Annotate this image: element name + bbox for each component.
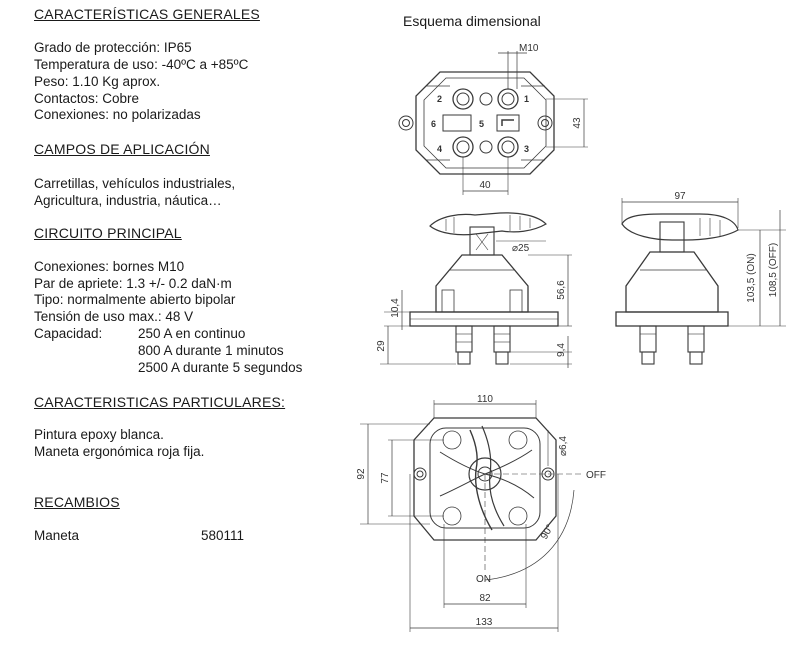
particular-line: Maneta ergonómica roja fija. [34,444,205,459]
spec-connections: Conexiones: no polarizadas [34,107,201,122]
circuit-heading: CIRCUITO PRINCIPAL [34,225,182,241]
application-line: Agricultura, industria, náutica… [34,193,222,208]
drawing-title: Esquema dimensional [403,13,541,29]
dim-height: 43 [572,117,583,129]
circuit-type: Tipo: normalmente abierto bipolar [34,292,236,307]
general-heading: CARACTERÍSTICAS GENERALES [34,6,260,22]
spec-protection: Grado de protección: IP65 [34,40,192,55]
dim-top: 110 [477,394,493,405]
capacity-value: 2500 A durante 5 segundos [138,360,303,375]
dim-off: 108,5 (OFF) [768,243,779,297]
dim-inner-width: 82 [479,593,491,604]
label-off: OFF [586,470,606,481]
mark-label: 5 [479,119,484,129]
terminal-label: 2 [437,94,442,104]
label-angle: 90° [539,523,556,542]
terminal-label: 4 [437,144,442,154]
spec-contacts: Contactos: Cobre [34,91,140,106]
spares-heading: RECAMBIOS [34,494,120,510]
dim-terminal: 29 [376,340,387,352]
spec-weight: Peso: 1.10 Kg aprox. [34,74,161,89]
mark-label: 6 [431,119,436,129]
top-view: 2 1 4 3 6 5 M10 43 40 [398,43,588,195]
application-line: Carretillas, vehículos industriales, [34,176,236,191]
capacity-value: 250 A en continuo [138,326,246,341]
applications-heading: CAMPOS DE APLICACIÓN [34,141,210,157]
dim-hole: ⌀6,4 [558,436,569,456]
circuit-voltage: Tensión de uso max.: 48 V [34,309,194,324]
bottom-view: 110 92 77 ⌀6,4 OFF 90° ON 82 133 [356,394,606,632]
label-on: ON [476,574,491,585]
particular-line: Pintura epoxy blanca. [34,427,164,442]
capacity-value: 800 A durante 1 minutos [138,343,284,358]
dim-side-width: 97 [674,191,686,202]
dim-on: 103,5 (ON) [746,253,757,302]
dim-outer-width: 133 [476,617,493,628]
dim-outer-height: 92 [356,468,367,480]
capacity-label: Capacidad: [34,326,103,341]
particular-heading: CARACTERISTICAS PARTICULARES: [34,394,286,410]
terminal-label: 1 [524,94,529,104]
front-view: ⌀25 56,6 10,4 29 9,4 [376,212,572,368]
spec-temperature: Temperatura de uso: -40ºC a +85ºC [34,57,249,72]
dim-stud: 9,4 [556,343,567,357]
dim-body: 56,6 [556,280,567,300]
side-view: 97 103,5 (ON) 108,5 (OFF) [615,191,786,365]
dim-diameter: ⌀25 [512,243,530,254]
circuit-connections: Conexiones: bornes M10 [34,259,185,274]
circuit-torque: Par de apriete: 1.3 +/- 0.2 daN·m [34,276,232,291]
spare-item: Maneta [34,528,80,543]
dim-flange: 10,4 [390,298,401,318]
dim-thread: M10 [519,43,539,54]
terminal-label: 3 [524,144,529,154]
dim-inner-height: 77 [380,472,391,484]
dim-width: 40 [479,180,491,191]
spare-code: 580111 [201,528,245,543]
